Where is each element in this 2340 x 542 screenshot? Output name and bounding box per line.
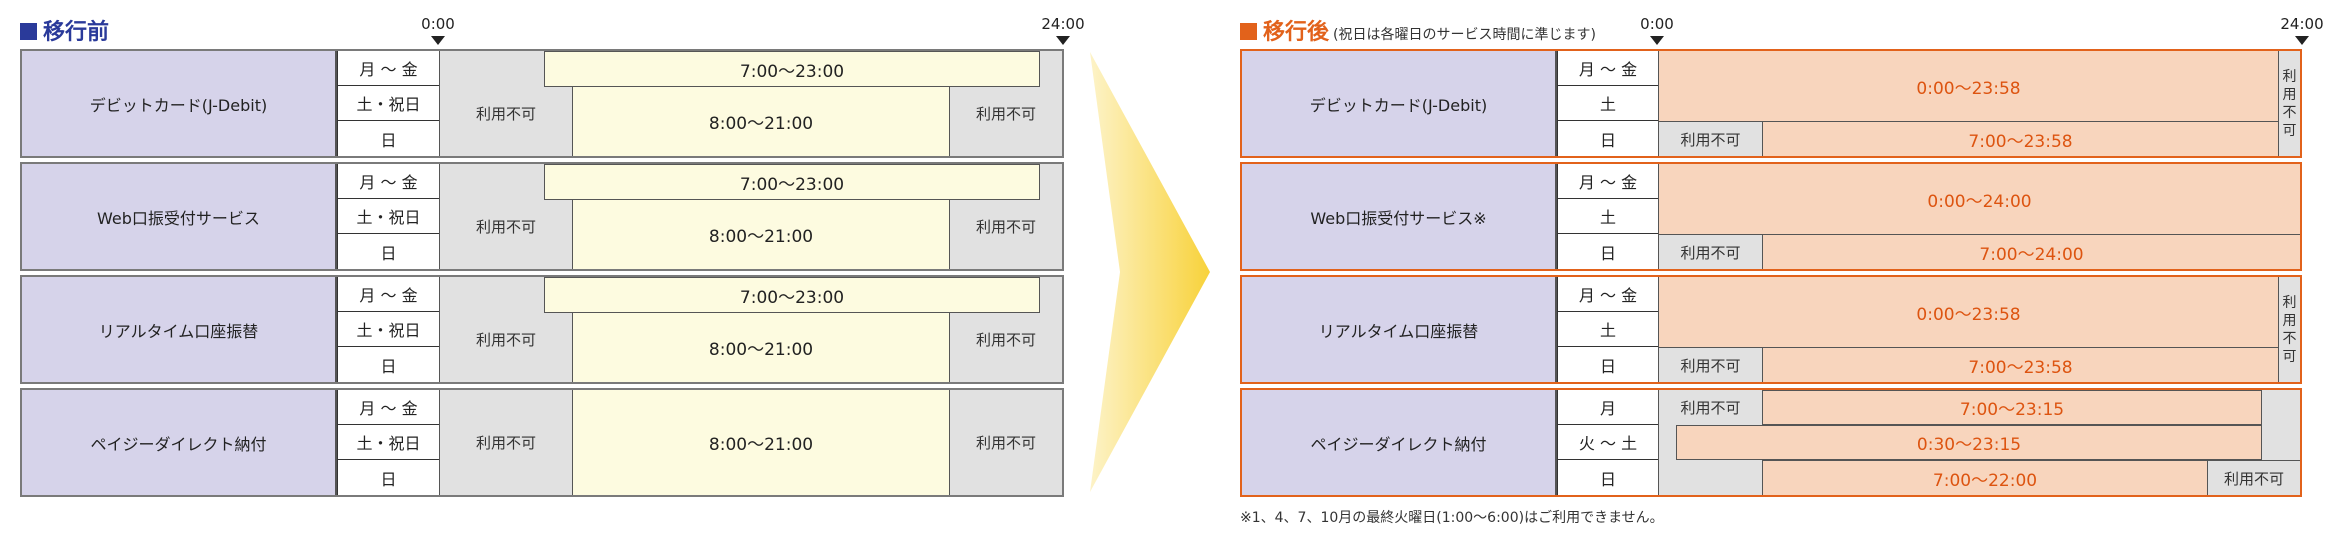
- day-label: 月 〜 金: [337, 51, 439, 86]
- weekday-hours-bar: 7:00〜23:00: [544, 277, 1040, 313]
- available-cell: 7:00〜23:58: [1762, 347, 2278, 382]
- day-label: 月 〜 金: [1557, 51, 1658, 86]
- unavailable-cell: 利用不可: [1658, 347, 1762, 382]
- unavailable-cell: 利用不可: [949, 390, 1062, 495]
- day-label: 日: [337, 460, 439, 495]
- after-row-web: Web口振受付サービス※ 月 〜 金 土 日 0:00〜24:00 利用不可 7…: [1240, 162, 2302, 271]
- square-icon: [1240, 23, 1257, 40]
- after-tick-end-marker: [2295, 36, 2309, 45]
- day-label: 日: [1557, 347, 1658, 382]
- day-label: 日: [337, 234, 439, 269]
- service-name: リアルタイム口座振替: [22, 277, 337, 382]
- service-name: Web口振受付サービス※: [1242, 164, 1557, 269]
- monday-hours-bar: 7:00〜23:15: [1762, 390, 2262, 425]
- day-label: 月 〜 金: [337, 164, 439, 199]
- service-name: デビットカード(J-Debit): [1242, 51, 1557, 156]
- before-row-web: Web口振受付サービス 月 〜 金 土・祝日 日 利用不可 8:00〜21:00…: [20, 162, 1064, 271]
- after-title: 移行後(祝日は各曜日のサービス時間に準じます): [1240, 14, 1596, 46]
- before-tick-end: 24:00: [1041, 15, 1085, 33]
- day-label: 火 〜 土: [1557, 425, 1658, 460]
- service-name: ペイジーダイレクト納付: [1242, 390, 1557, 495]
- service-name: デビットカード(J-Debit): [22, 51, 337, 156]
- after-row-payeasy: ペイジーダイレクト納付 月 火 〜 土 日 利用不可 7:00〜23:15 0:…: [1240, 388, 2302, 497]
- service-name: ペイジーダイレクト納付: [22, 390, 337, 495]
- day-label: 土・祝日: [337, 199, 439, 234]
- day-label: 土・祝日: [337, 425, 439, 460]
- after-row-debit: デビットカード(J-Debit) 月 〜 金 土 日 0:00〜23:58 利用…: [1240, 49, 2302, 158]
- before-row-realtime: リアルタイム口座振替 月 〜 金 土・祝日 日 利用不可 8:00〜21:00 …: [20, 275, 1064, 384]
- available-cell: 0:00〜24:00: [1658, 164, 2300, 234]
- weekday-hours-bar: 7:00〜23:00: [544, 51, 1040, 87]
- weekday-hours-bar: 7:00〜23:00: [544, 164, 1040, 200]
- day-label: 月 〜 金: [1557, 277, 1658, 312]
- unavailable-cell: 利用不可: [439, 164, 572, 269]
- after-title-note: (祝日は各曜日のサービス時間に準じます): [1333, 27, 1596, 43]
- unavailable-cell: 利用不可: [2278, 277, 2300, 382]
- available-cell: 7:00〜24:00: [1762, 234, 2300, 269]
- unavailable-cell: 利用不可: [2278, 51, 2300, 156]
- day-label: 土: [1557, 199, 1658, 234]
- day-label: 日: [337, 121, 439, 156]
- before-tick-end-marker: [1056, 36, 1070, 45]
- after-tick-end: 24:00: [2280, 15, 2324, 33]
- after-tick-start: 0:00: [1640, 15, 1674, 33]
- before-tick-start: 0:00: [421, 15, 455, 33]
- day-label: 土・祝日: [337, 312, 439, 347]
- day-label: 日: [1557, 460, 1658, 495]
- before-tick-start-marker: [431, 36, 445, 45]
- square-icon: [20, 23, 37, 40]
- day-label: 月: [1557, 390, 1658, 425]
- before-title-text: 移行前: [43, 20, 110, 45]
- unavailable-cell: 利用不可: [1658, 234, 1762, 269]
- service-name: リアルタイム口座振替: [1242, 277, 1557, 382]
- available-cell: 0:00〜23:58: [1658, 277, 2278, 347]
- day-label: 月 〜 金: [337, 390, 439, 425]
- day-label: 日: [337, 347, 439, 382]
- available-cell: 8:00〜21:00: [572, 390, 949, 495]
- day-label: 日: [1557, 234, 1658, 269]
- day-label: 月 〜 金: [1557, 164, 1658, 199]
- unavailable-cell: 利用不可: [2208, 460, 2300, 495]
- day-label: 日: [1557, 121, 1658, 156]
- service-name: Web口振受付サービス: [22, 164, 337, 269]
- after-tick-start-marker: [1650, 36, 1664, 45]
- day-label: 月 〜 金: [337, 277, 439, 312]
- before-row-payeasy: ペイジーダイレクト納付 月 〜 金 土・祝日 日 利用不可 8:00〜21:00…: [20, 388, 1064, 497]
- sunday-hours-bar: 7:00〜22:00: [1762, 460, 2208, 495]
- available-cell: 0:00〜23:58: [1658, 51, 2278, 121]
- transition-arrow: [1090, 52, 1210, 492]
- before-row-debit: デビットカード(J-Debit) 月 〜 金 土・祝日 日 利用不可 8:00〜…: [20, 49, 1064, 158]
- after-title-text: 移行後: [1263, 20, 1330, 45]
- day-label: 土: [1557, 312, 1658, 347]
- unavailable-cell: 利用不可: [1658, 121, 1762, 156]
- tue-sat-hours-bar: 0:30〜23:15: [1676, 425, 2262, 460]
- before-title: 移行前: [20, 14, 109, 46]
- footnote: ※1、4、7、10月の最終火曜日(1:00〜6:00)はご利用できません。: [1240, 510, 1664, 526]
- unavailable-cell: 利用不可: [439, 390, 572, 495]
- day-label: 土: [1557, 86, 1658, 121]
- unavailable-cell: 利用不可: [1658, 390, 1762, 425]
- day-label: 土・祝日: [337, 86, 439, 121]
- after-row-realtime: リアルタイム口座振替 月 〜 金 土 日 0:00〜23:58 利用不可 7:0…: [1240, 275, 2302, 384]
- available-cell: 7:00〜23:58: [1762, 121, 2278, 156]
